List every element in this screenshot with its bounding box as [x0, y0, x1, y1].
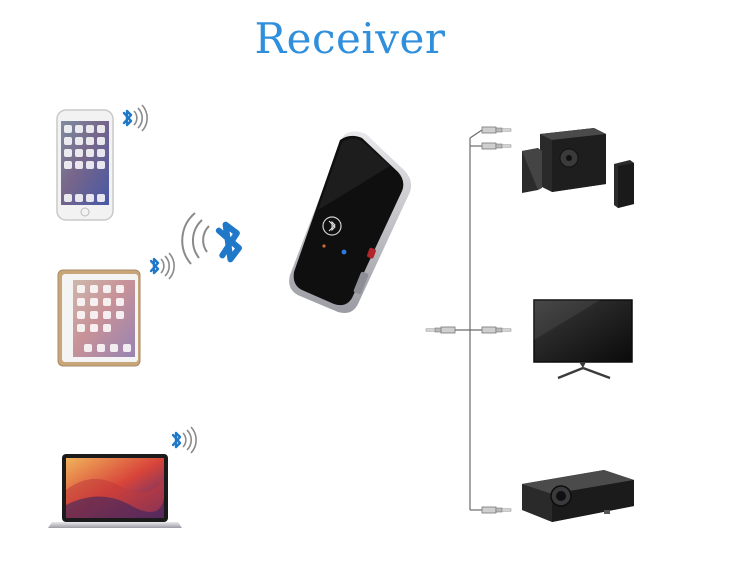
tablet — [57, 269, 141, 367]
bluetooth-icon — [122, 104, 148, 132]
bluetooth-icon — [149, 252, 175, 280]
speakers — [522, 128, 634, 208]
audio-plug — [425, 326, 456, 334]
signal-waves — [181, 212, 210, 265]
projector — [522, 470, 634, 522]
audio-plug — [481, 506, 512, 514]
audio-plug — [481, 126, 512, 134]
page-title: Receiver — [254, 14, 446, 63]
bluetooth-icon — [218, 223, 240, 260]
monitor — [533, 299, 633, 380]
audio-plug — [481, 142, 512, 150]
audio-plug — [481, 326, 512, 334]
receiver — [289, 131, 412, 313]
bluetooth-icon — [171, 426, 197, 454]
phone — [56, 109, 114, 221]
laptop — [48, 454, 182, 528]
cable-wiring — [455, 129, 483, 511]
